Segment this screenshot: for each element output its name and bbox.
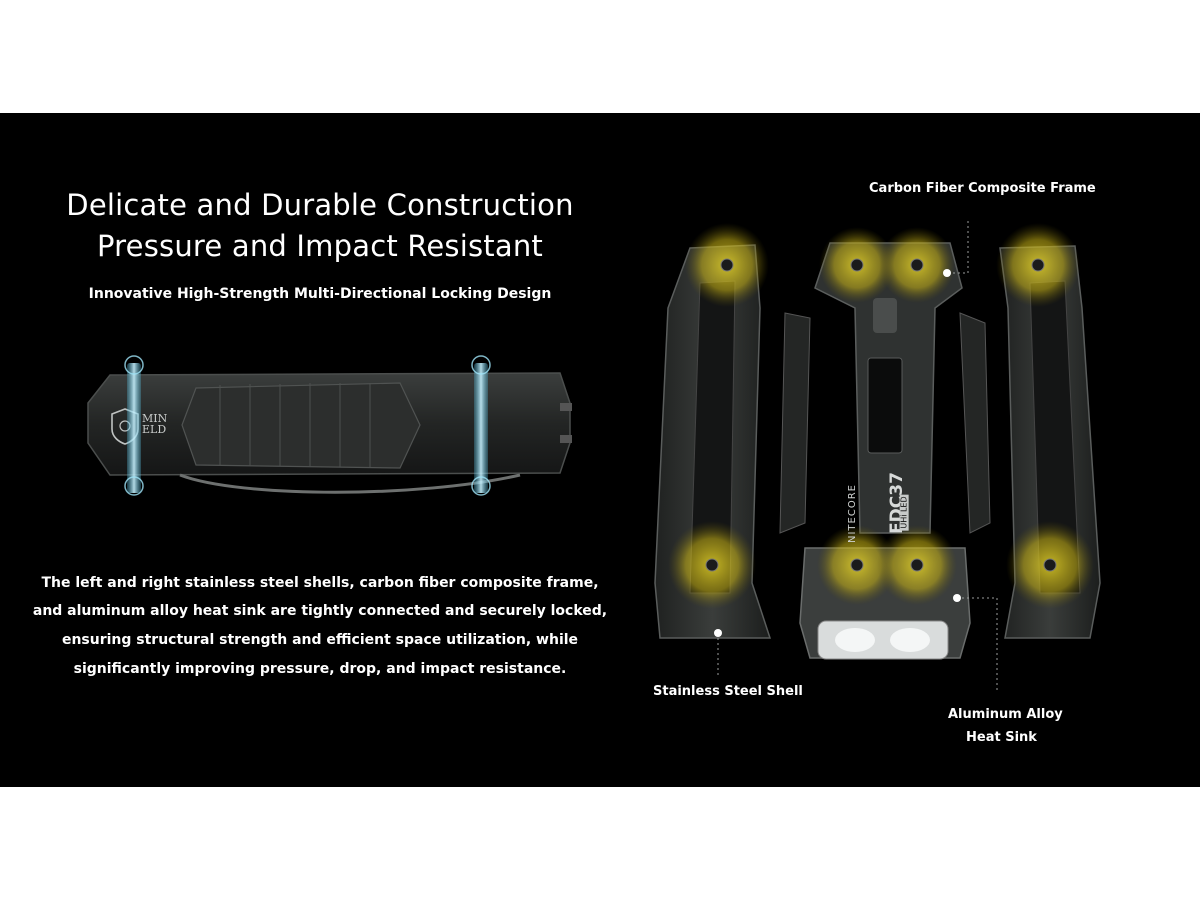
shield-text: MIN ELD xyxy=(142,413,167,435)
subheadline: Innovative High-Strength Multi-Direction… xyxy=(88,286,552,302)
shield-text-line1: MIN xyxy=(142,412,168,425)
exploded-view xyxy=(654,221,1101,693)
callout-steel-shell: Stainless Steel Shell xyxy=(653,684,803,699)
callout-heatsink-line1: Aluminum Alloy xyxy=(948,707,1063,722)
description-line4: significantly improving pressure, drop, … xyxy=(73,661,567,677)
product-banner: MIN ELD NITECORE EDC37 UHi LED Delicate … xyxy=(0,113,1200,787)
product-brand-label: NITECORE xyxy=(846,484,858,543)
description-line2: and aluminum alloy heat sink are tightly… xyxy=(32,603,608,619)
flashlight-side-view xyxy=(87,355,572,496)
description-line1: The left and right stainless steel shell… xyxy=(41,575,599,591)
led-badge: UHi LED xyxy=(899,494,909,531)
product-illustration xyxy=(87,221,1101,693)
callout-carbon-frame: Carbon Fiber Composite Frame xyxy=(869,181,1096,196)
headline-line2: Pressure and Impact Resistant xyxy=(97,229,543,263)
callout-heatsink-line2: Heat Sink xyxy=(966,730,1037,745)
description-line3: ensuring structural strength and efficie… xyxy=(61,632,579,648)
shield-text-line2: ELD xyxy=(142,423,167,436)
headline-line1: Delicate and Durable Construction xyxy=(66,188,574,222)
